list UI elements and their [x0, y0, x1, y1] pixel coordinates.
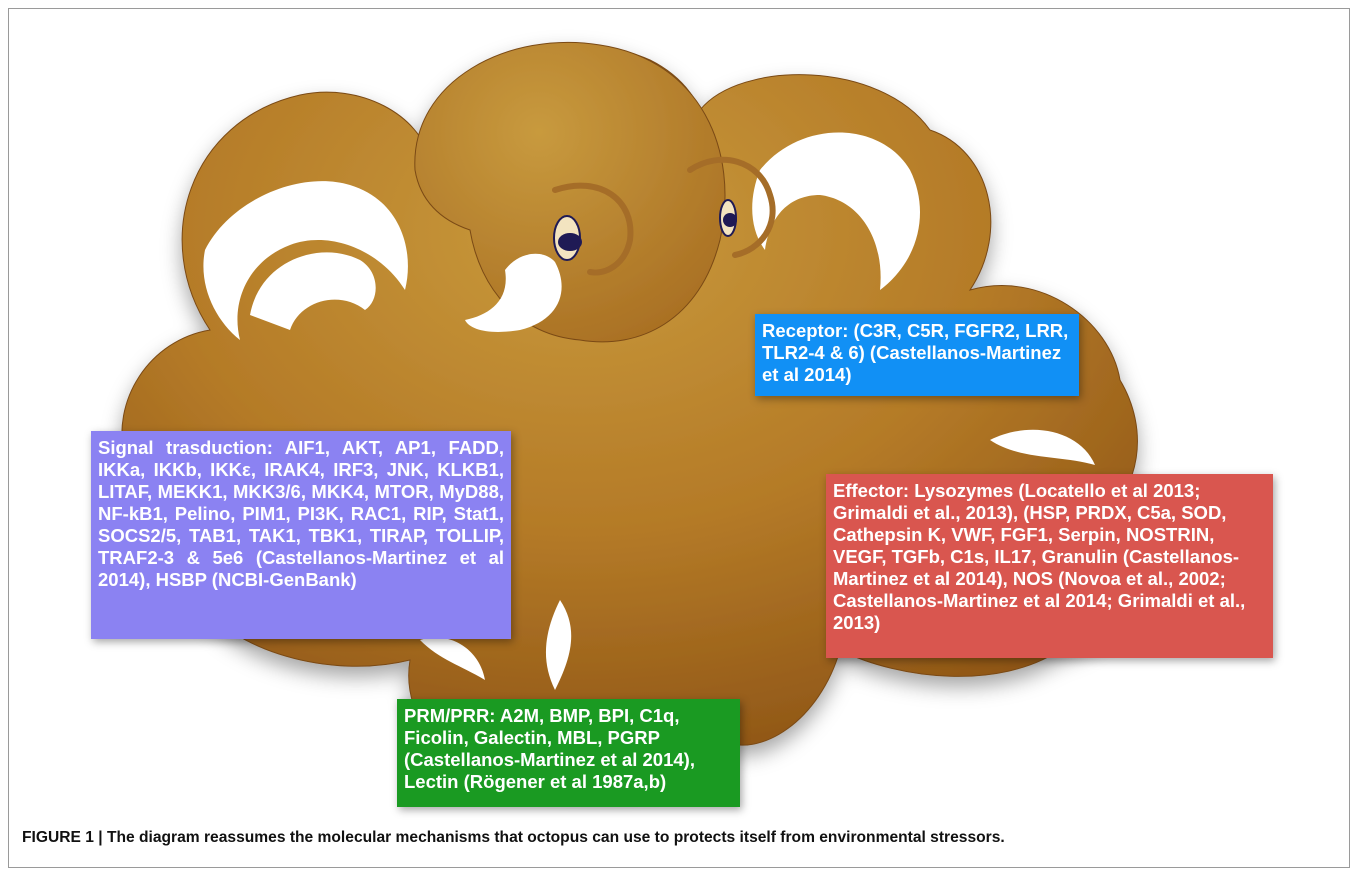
receptor-text: Receptor: (C3R, C5R, FGFR2, LRR, TLR2-4 …: [762, 320, 1069, 385]
tentacle-curl-left: [203, 181, 408, 340]
signal-transduction-label-box: Signal trasduction: AIF1, AKT, AP1, FADD…: [91, 431, 511, 639]
pupil-right-icon: [723, 213, 737, 227]
receptor-label-box: Receptor: (C3R, C5R, FGFR2, LRR, TLR2-4 …: [755, 314, 1079, 396]
effector-label-box: Effector: Lysozymes (Locatello et al 201…: [826, 474, 1273, 658]
pupil-left-icon: [558, 233, 582, 251]
effector-text: Effector: Lysozymes (Locatello et al 201…: [833, 480, 1246, 633]
eye-ring-left: [552, 182, 634, 276]
eye-ring-right: [687, 156, 776, 258]
tentacle-gap-right: [990, 429, 1095, 465]
tentacle-curl-right: [752, 132, 920, 290]
figure-caption: FIGURE 1 | The diagram reassumes the mol…: [22, 829, 1005, 846]
octopus-mouth: [465, 253, 562, 332]
tentacle-gap-bottom-left: [420, 637, 485, 680]
tentacle-gap-bottom: [545, 600, 572, 690]
tentacle-gap-left: [250, 252, 376, 330]
signal-transduction-text: Signal trasduction: AIF1, AKT, AP1, FADD…: [98, 437, 504, 590]
prm-prr-label-box: PRM/PRR: A2M, BMP, BPI, C1q, Ficolin, Ga…: [397, 699, 740, 807]
prm-prr-text: PRM/PRR: A2M, BMP, BPI, C1q, Ficolin, Ga…: [404, 705, 695, 792]
octopus-body: [121, 41, 1138, 781]
